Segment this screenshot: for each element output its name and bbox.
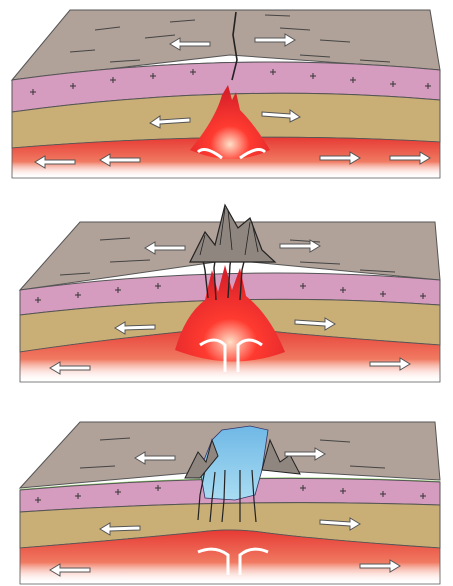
panel-3: [20, 422, 440, 584]
panel-1: [12, 10, 440, 178]
panel-2: [20, 205, 440, 382]
